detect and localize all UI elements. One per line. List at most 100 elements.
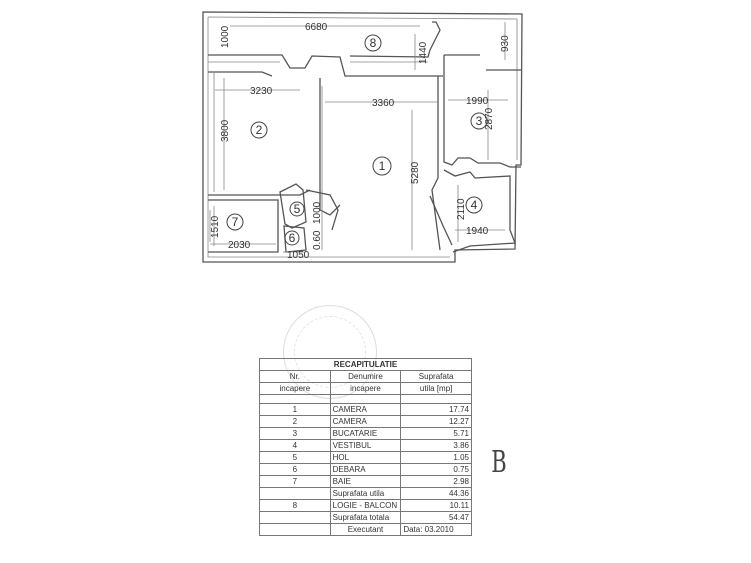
- room-7-number: 7: [232, 215, 239, 229]
- table-row: 1 CAMERA 17.74: [259, 403, 472, 416]
- recap-gap-row: [259, 394, 472, 404]
- total-area-row: Suprafata totala 54.47: [259, 511, 472, 524]
- room-8-number: 8: [370, 36, 377, 50]
- room-2-number: 2: [256, 123, 263, 137]
- room-3-number: 3: [476, 114, 483, 128]
- recap-title: RECAPITULATIE: [259, 358, 472, 371]
- row-name: CAMERA: [329, 403, 402, 416]
- room-6-circle: [284, 230, 300, 246]
- table-row: 6 DEBARA 0.75: [259, 463, 472, 476]
- debara-wall: [283, 225, 307, 253]
- hol-wall: [279, 183, 307, 229]
- room-5-circle: [289, 201, 305, 217]
- useful-area-label: Suprafata utila: [329, 487, 402, 500]
- header-nr-2: incapere: [259, 382, 331, 395]
- dim-room3-height: 2870: [484, 107, 495, 130]
- executed-label: Executant: [329, 523, 402, 536]
- room-1-circle: [372, 156, 392, 176]
- kitchen-wall: [443, 54, 521, 168]
- table-row: 3 BUCATARIE 5.71: [259, 427, 472, 440]
- recap-title-row: RECAPITULATIE: [259, 358, 472, 371]
- dim-hall-small: 1440: [418, 41, 429, 64]
- dim-room2-height: 3800: [220, 119, 231, 142]
- row-name: VESTIBUL: [329, 439, 402, 452]
- dim-right-top: 930: [500, 35, 511, 52]
- row-nr: 2: [259, 415, 331, 428]
- row-area: 1.05: [400, 451, 472, 464]
- balcony-name: LOGIE - BALCON: [329, 499, 402, 512]
- recap-header-row: Nr. Denumire Suprafata: [259, 370, 472, 383]
- dim-room5-height: 1000: [312, 201, 323, 224]
- row-area: 0.75: [400, 463, 472, 476]
- room-1-number: 1: [379, 159, 386, 173]
- hol-door: [305, 189, 339, 231]
- balcony-row: 8 LOGIE - BALCON 10.11: [259, 499, 472, 512]
- handwritten-mark: B: [491, 445, 507, 480]
- dim-room6-width: 1050: [287, 250, 310, 261]
- balcony-area: 10.11: [400, 499, 472, 512]
- row-area: 3.86: [400, 439, 472, 452]
- dim-room7-height: 1510: [210, 215, 221, 238]
- header-name: Denumire: [329, 370, 402, 383]
- total-area-label: Suprafata totala: [329, 511, 402, 524]
- row-area: 12.27: [400, 415, 472, 428]
- dim-top-width: 6680: [305, 22, 328, 33]
- table-row: 2 CAMERA 12.27: [259, 415, 472, 428]
- dimension-lines: [209, 22, 508, 253]
- row-nr: 5: [259, 451, 331, 464]
- row-name: DEBARA: [329, 463, 402, 476]
- room-3-circle: [470, 112, 488, 130]
- header-area: Suprafata: [400, 370, 472, 383]
- row-name: HOL: [329, 451, 402, 464]
- room-8-circle: [364, 34, 382, 52]
- recap-table: RECAPITULATIE Nr. Denumire Suprafata inc…: [259, 358, 472, 536]
- header-area-2: utila [mp]: [400, 382, 472, 395]
- row-name: BUCATARIE: [329, 427, 402, 440]
- row-area: 2.98: [400, 475, 472, 488]
- room2-wall-inner: [213, 72, 323, 208]
- header-name-2: incapere: [329, 382, 402, 395]
- table-row: 4 VESTIBUL 3.86: [259, 439, 472, 452]
- table-row: 5 HOL 1.05: [259, 451, 472, 464]
- dim-room2-width: 3230: [250, 86, 273, 97]
- baie-wall: [208, 199, 279, 253]
- row-name: BAIE: [329, 475, 402, 488]
- recap-header-row-2: incapere incapere utila [mp]: [259, 382, 472, 395]
- room-6-number: 6: [289, 231, 296, 245]
- dim-top-left-height: 1000: [220, 25, 231, 48]
- outer-wall: [202, 11, 523, 263]
- room1-right-wall: [431, 76, 441, 251]
- row-area: 5.71: [400, 427, 472, 440]
- row-area: 17.74: [400, 403, 472, 416]
- dim-room1-height: 5280: [410, 161, 421, 184]
- row-nr: 7: [259, 475, 331, 488]
- date-label: Data: 03.2010: [400, 523, 472, 536]
- room-4-number: 4: [471, 198, 478, 212]
- row-nr: 1: [259, 403, 331, 416]
- room-4-circle: [465, 196, 483, 214]
- dim-room4-height: 2110: [456, 198, 467, 220]
- dim-room1-width: 3360: [372, 98, 395, 109]
- room-5-number: 5: [294, 202, 301, 216]
- useful-area-row: Suprafata utila 44.36: [259, 487, 472, 500]
- balcony-nr: 8: [259, 499, 331, 512]
- room2-wall: [208, 71, 341, 216]
- room-2-circle: [250, 121, 268, 139]
- vestibule-wall: [429, 169, 516, 253]
- header-nr: Nr.: [259, 370, 331, 383]
- room-7-circle: [226, 213, 244, 231]
- total-area-value: 54.47: [400, 511, 472, 524]
- dim-room4-width: 1940: [466, 226, 489, 237]
- dim-room7-width: 2030: [228, 240, 251, 251]
- row-nr: 3: [259, 427, 331, 440]
- useful-area-value: 44.36: [400, 487, 472, 500]
- row-nr: 6: [259, 463, 331, 476]
- row-name: CAMERA: [329, 415, 402, 428]
- dim-room6-height: 0.60: [312, 230, 323, 250]
- outer-wall-inner: [207, 16, 518, 258]
- table-row: 7 BAIE 2.98: [259, 475, 472, 488]
- row-nr: 4: [259, 439, 331, 452]
- dim-room3-width: 1990: [466, 96, 489, 107]
- executed-row: Executant Data: 03.2010: [259, 523, 472, 536]
